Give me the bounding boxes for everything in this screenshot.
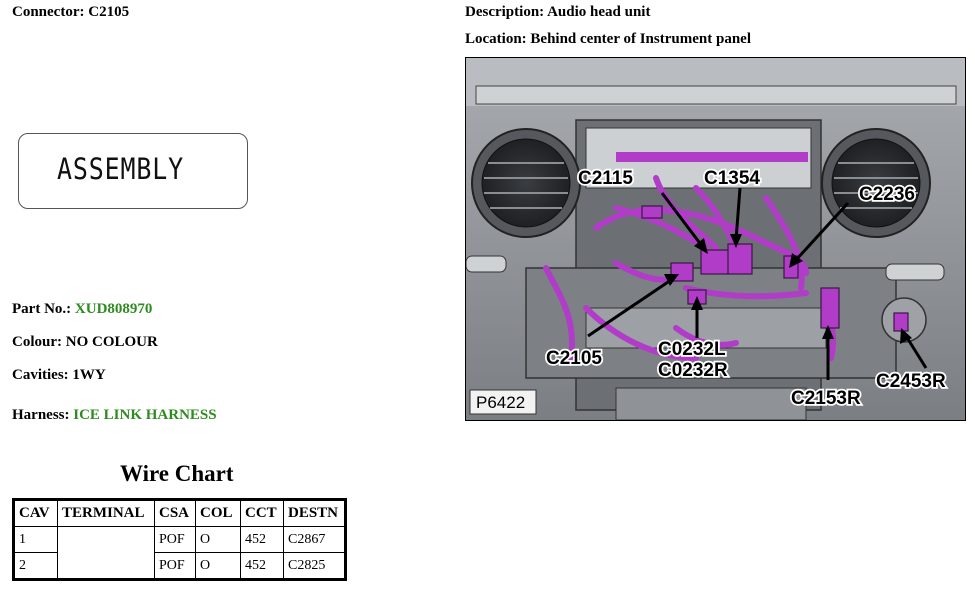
cell-csa: POF — [154, 552, 196, 580]
location-field: Location: Behind center of Instrument pa… — [465, 31, 751, 48]
wire-chart-table: CAV TERMINAL CSA COL CCT DESTN 1 POF O 4… — [12, 498, 347, 581]
colour-value: NO COLOUR — [65, 334, 158, 350]
cell-cav: 1 — [13, 526, 58, 553]
part-no-link[interactable]: XUD808970 — [74, 301, 153, 317]
location-label: Location: — [465, 31, 527, 47]
table-row: 1 POF O 452 C2867 — [13, 526, 346, 580]
photo-id-label: P6422 — [476, 393, 525, 412]
header-destn: DESTN — [283, 499, 346, 527]
description-label: Description: — [465, 4, 545, 20]
description-value: Audio head unit — [547, 4, 651, 20]
header-cav: CAV — [13, 499, 58, 527]
header-csa: CSA — [154, 499, 196, 527]
callout-c0232l: C0232L — [658, 339, 726, 360]
cell-cct: 452 — [240, 552, 284, 580]
cavities-field: Cavities: 1WY — [12, 367, 106, 384]
callout-c0232r: C0232R — [658, 360, 728, 381]
callout-c2236: C2236 — [859, 184, 915, 205]
cell-terminal — [57, 526, 155, 580]
cell-destn: C2825 — [283, 552, 346, 580]
header-terminal: TERMINAL — [57, 499, 155, 527]
assembly-text: ASSEMBLY — [57, 152, 185, 186]
part-no-field: Part No.: XUD808970 — [12, 301, 152, 318]
cell-cav: 2 — [13, 552, 58, 580]
cell-col: O — [195, 552, 241, 580]
harness-field: Harness: ICE LINK HARNESS — [12, 407, 217, 424]
location-photo-drawing: C2115 C1354 C2236 C2105 C0232L C0232R C2… — [466, 58, 965, 420]
location-value: Behind center of Instrument panel — [530, 31, 751, 47]
callout-c1354: C1354 — [704, 168, 760, 189]
description-field: Description: Audio head unit — [465, 4, 650, 21]
connector-value: C2105 — [88, 4, 130, 20]
arrow-heads — [664, 234, 912, 344]
colour-field: Colour: NO COLOUR — [12, 334, 158, 351]
cell-destn: C2867 — [283, 526, 346, 553]
wire-chart-header-row: CAV TERMINAL CSA COL CCT DESTN — [13, 499, 346, 527]
header-col: COL — [195, 499, 241, 527]
cell-cct: 452 — [240, 526, 284, 553]
part-no-label: Part No.: — [12, 301, 72, 317]
cell-csa: POF — [154, 526, 196, 553]
harness-link[interactable]: ICE LINK HARNESS — [73, 407, 217, 423]
callout-c2153r: C2153R — [791, 388, 861, 409]
callout-c2115: C2115 — [578, 168, 633, 189]
cell-col: O — [195, 526, 241, 553]
callout-c2453r: C2453R — [876, 371, 946, 392]
harness-label: Harness: — [12, 407, 70, 423]
cavities-value: 1WY — [72, 367, 106, 383]
header-cct: CCT — [240, 499, 284, 527]
connector-field: Connector: C2105 — [12, 4, 129, 21]
location-photo: C2115 C1354 C2236 C2105 C0232L C0232R C2… — [465, 57, 966, 421]
assembly-box: ASSEMBLY — [18, 133, 248, 209]
callout-c2105: C2105 — [546, 348, 602, 369]
cavities-label: Cavities: — [12, 367, 69, 383]
table-row: 2 POF O 452 C2825 — [13, 552, 346, 580]
connector-label: Connector: — [12, 4, 85, 20]
wire-chart-title: Wire Chart — [120, 461, 234, 486]
colour-label: Colour: — [12, 334, 62, 350]
callout-arrows — [587, 187, 928, 380]
